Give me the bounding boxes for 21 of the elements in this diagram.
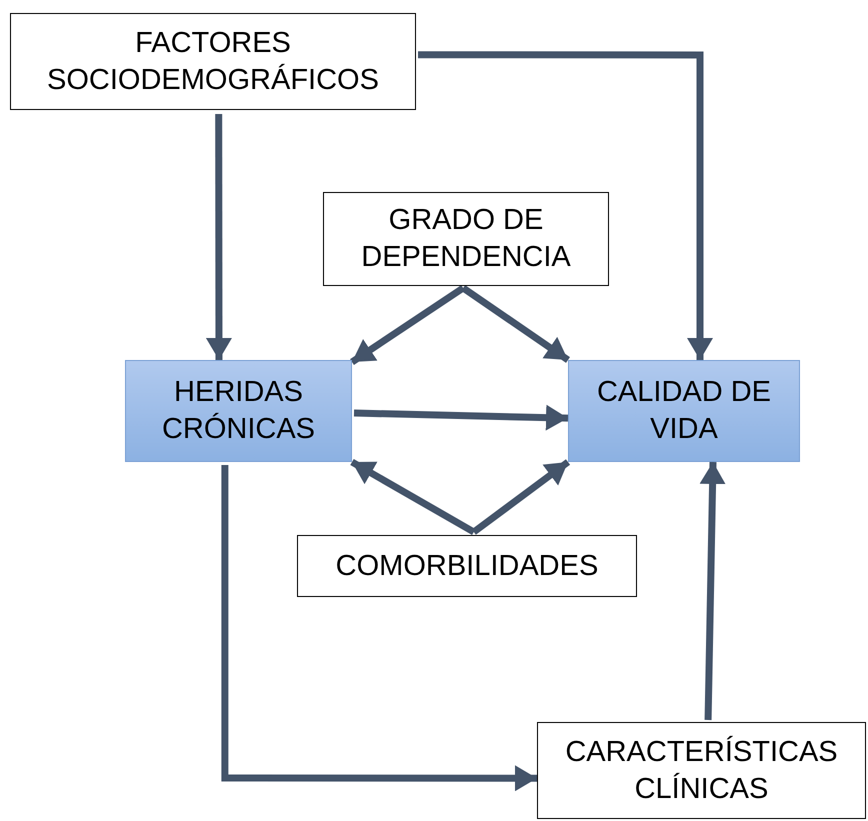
arrow <box>418 51 713 360</box>
node-label: GRADO DE DEPENDENCIA <box>360 203 572 275</box>
arrow <box>461 285 570 363</box>
arrow <box>350 458 476 536</box>
process-box <box>323 192 609 286</box>
arrow <box>472 459 570 535</box>
arrow <box>350 285 466 365</box>
process-box <box>125 360 352 462</box>
process-box <box>10 13 416 110</box>
node-label: CALIDAD DE VIDA <box>596 375 772 447</box>
process-box <box>297 535 637 597</box>
node-label: HERIDAS CRÓNICAS <box>160 375 316 447</box>
node-label: FACTORES SOCIODEMOGRÁFICOS <box>46 26 380 98</box>
arrow <box>221 465 537 792</box>
process-box <box>537 722 866 819</box>
arrow <box>700 462 726 720</box>
node-label: COMORBILIDADES <box>336 548 598 584</box>
arrow <box>206 114 232 360</box>
process-box <box>568 360 800 462</box>
arrow <box>354 404 568 431</box>
node-label: CARACTERÍSTICAS CLÍNICAS <box>564 734 839 806</box>
